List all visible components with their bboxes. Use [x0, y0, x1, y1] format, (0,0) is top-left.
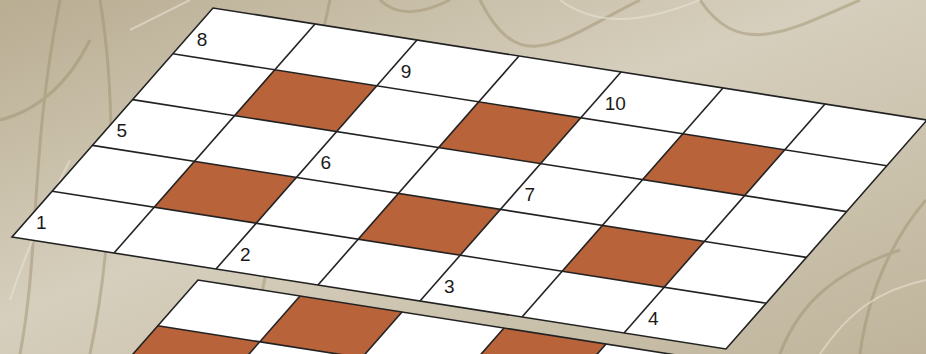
callout-number: 7: [524, 185, 535, 205]
callout-number: 9: [401, 62, 412, 82]
wheat-highlights: [10, 0, 926, 354]
callout-number: 3: [444, 277, 455, 297]
upper-grid: [12, 8, 926, 349]
callout-number: 2: [240, 245, 251, 265]
callout-number: 1: [36, 213, 47, 233]
callout-number: 4: [648, 309, 659, 329]
callout-number: 5: [116, 121, 127, 141]
callout-number: 8: [197, 30, 208, 50]
callout-number: 6: [320, 153, 331, 173]
callout-number: 10: [605, 94, 626, 114]
